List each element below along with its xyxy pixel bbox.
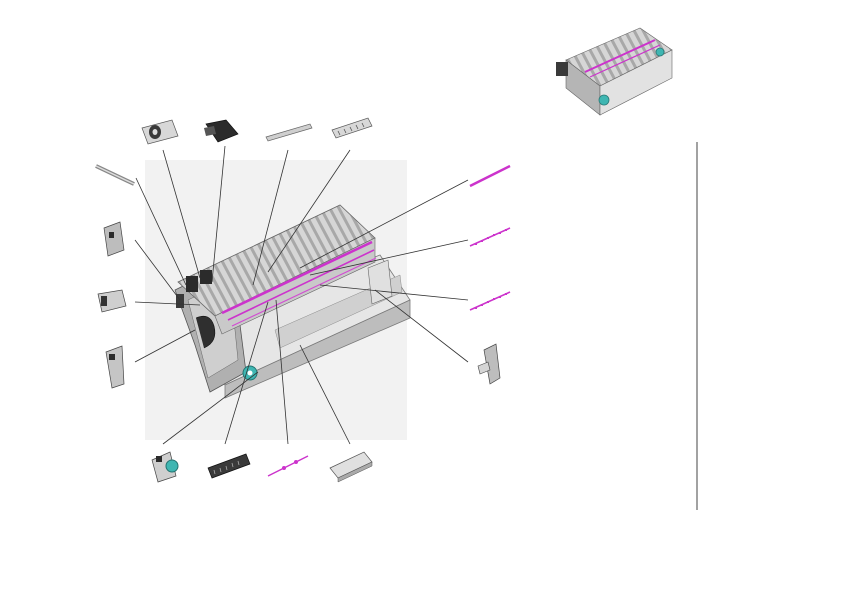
comb-guide-icon <box>207 453 251 479</box>
gear-bracket-icon <box>151 451 179 483</box>
side-bracket-icon <box>103 221 125 257</box>
metal-rod-icon <box>95 164 135 186</box>
shaft-icon <box>267 455 309 477</box>
black-guide-icon <box>204 119 239 143</box>
shaft-icon <box>469 291 511 311</box>
leader-lines <box>134 145 469 445</box>
shaft-icon <box>469 227 511 247</box>
shaft-icon <box>469 164 511 188</box>
connector-icon <box>97 289 127 313</box>
side-bracket-icon <box>105 345 125 389</box>
comb-guide-icon <box>331 117 373 139</box>
metal-strip-icon <box>265 123 313 142</box>
base-plate-icon <box>329 451 373 483</box>
roller-bracket-icon <box>141 119 179 145</box>
assembly-thumbnail <box>552 10 680 135</box>
right-bracket-icon <box>477 343 501 385</box>
main-assembly <box>174 204 411 399</box>
